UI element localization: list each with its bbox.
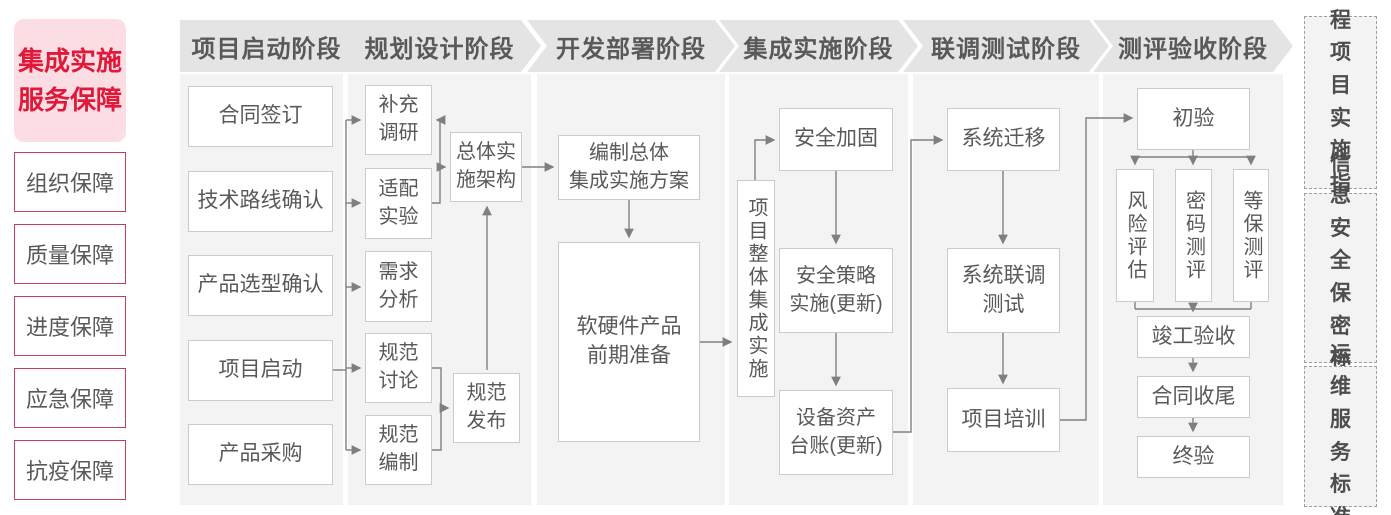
- node-overall-integration-plan: 编制总体 集成实施方案: [558, 135, 700, 200]
- legend-item-epidemic: 抗疫保障: [14, 440, 126, 500]
- node-project-training: 项目培训: [947, 388, 1060, 452]
- node-overall-project-integration: 项目整体集成实施: [737, 180, 775, 397]
- legend-title: 集成实施 服务保障: [14, 19, 126, 142]
- node-supplementary-research: 补充 调研: [365, 85, 432, 155]
- node-security-policy-implementation: 安全策略 实施(更新): [779, 248, 893, 333]
- phase-header-integration: 集成实施阶段: [719, 20, 918, 72]
- phase-header-dev-deploy: 开发部署阶段: [527, 20, 735, 72]
- node-risk-assessment: 风险评估: [1116, 169, 1154, 302]
- node-final-acceptance: 终验: [1137, 436, 1250, 478]
- node-tech-route-confirm: 技术路线确认: [188, 171, 333, 232]
- node-contract-signing: 合同签订: [188, 86, 333, 147]
- node-requirement-analysis: 需求 分析: [365, 251, 432, 322]
- std-info-security-standard: 信息 安全 保密 标准: [1304, 152, 1377, 403]
- node-crypto-evaluation: 密码测评: [1175, 169, 1212, 302]
- node-overall-implementation-architecture: 总体实 施架构: [450, 132, 522, 202]
- node-spec-drafting: 规范 编制: [365, 415, 432, 485]
- legend-item-quality: 质量保障: [14, 224, 126, 284]
- node-joint-debugging-test: 系统联调 测试: [947, 248, 1060, 333]
- node-adaptation-test: 适配 实验: [365, 168, 432, 239]
- node-spec-release: 规范 发布: [453, 373, 520, 443]
- node-spec-discussion: 规范 讨论: [365, 333, 432, 403]
- node-asset-ledger-update: 设备资产 台账(更新): [779, 390, 893, 475]
- legend-item-emergency: 应急保障: [14, 368, 126, 428]
- legend-item-schedule: 进度保障: [14, 296, 126, 356]
- legend-item-organization: 组织保障: [14, 152, 126, 212]
- std-ops-service-standard: 运维 服务 标准: [1304, 343, 1377, 515]
- node-project-kickoff: 项目启动: [188, 340, 333, 401]
- phase-header-planning-design: 规划设计阶段: [338, 20, 541, 72]
- node-classified-protection-evaluation: 等保测评: [1233, 169, 1269, 302]
- node-completion-acceptance: 竣工验收: [1137, 316, 1250, 358]
- phase-header-kickoff: 项目启动阶段: [180, 20, 367, 72]
- node-preliminary-acceptance: 初验: [1137, 88, 1250, 150]
- node-product-procurement: 产品采购: [188, 424, 333, 485]
- node-hw-sw-preparation: 软硬件产品 前期准备: [558, 242, 700, 442]
- node-system-migration: 系统迁移: [947, 108, 1060, 171]
- phase-header-evaluation-acceptance: 测评验收阶段: [1093, 20, 1293, 72]
- node-product-selection-confirm: 产品选型确认: [188, 255, 333, 316]
- node-contract-closure: 合同收尾: [1137, 376, 1250, 418]
- phase-header-joint-test: 联调测试阶段: [903, 20, 1109, 72]
- node-security-hardening: 安全加固: [779, 108, 893, 171]
